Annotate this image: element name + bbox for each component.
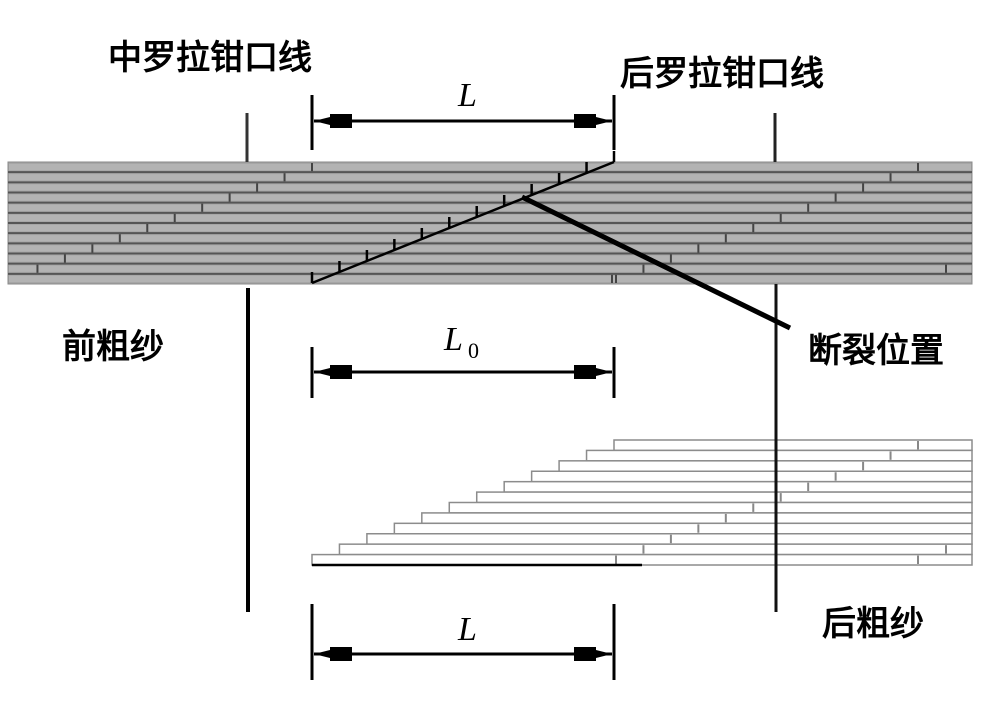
gray-fiber bbox=[9, 235, 971, 242]
white-fiber bbox=[311, 553, 973, 566]
white-fiber bbox=[530, 470, 973, 483]
white-fiber bbox=[585, 449, 973, 462]
top-length-right-arrow-icon bbox=[574, 114, 612, 128]
middle-length-right-arrow-icon bbox=[574, 365, 612, 379]
front-roving-strip bbox=[7, 161, 973, 285]
white-fiber bbox=[366, 533, 973, 545]
back-roving-strip bbox=[311, 439, 973, 567]
top-length-left-arrow-icon bbox=[314, 114, 352, 128]
break-position-label: 断裂位置 bbox=[808, 331, 944, 371]
white-fiber bbox=[475, 491, 973, 504]
gray-fiber bbox=[9, 245, 971, 252]
white-fiber bbox=[421, 512, 973, 525]
middle-roller-nip-line-label: 中罗拉钳口线 bbox=[108, 38, 312, 78]
front-roving-label: 前粗纱 bbox=[62, 327, 164, 367]
white-fiber bbox=[558, 460, 973, 473]
white-fiber bbox=[393, 522, 973, 535]
gray-fiber bbox=[9, 255, 971, 262]
gray-fiber bbox=[9, 184, 971, 191]
back-roving-label: 后粗纱 bbox=[822, 604, 924, 644]
bottom-length-left-arrow-icon bbox=[314, 647, 352, 661]
white-fiber bbox=[503, 480, 973, 493]
white-fiber bbox=[338, 543, 973, 556]
middle-length-left-arrow-icon bbox=[314, 365, 352, 379]
bottom-length-label: L bbox=[457, 611, 477, 648]
gray-fiber bbox=[9, 265, 971, 272]
gray-fiber bbox=[9, 225, 971, 232]
middle-length-label: L bbox=[443, 321, 463, 358]
gray-fiber bbox=[9, 174, 971, 181]
bottom-length-right-arrow-icon bbox=[574, 647, 612, 661]
gray-fiber bbox=[9, 214, 971, 221]
back-roller-nip-line-label: 后罗拉钳口线 bbox=[620, 54, 824, 94]
gray-fiber bbox=[9, 204, 971, 211]
gray-fiber bbox=[9, 164, 971, 171]
break-diagonal-line bbox=[311, 160, 615, 285]
top-length-label: L bbox=[457, 77, 477, 114]
gray-fiber bbox=[9, 275, 971, 282]
middle-length-subscript: 0 bbox=[468, 338, 479, 363]
gray-fiber bbox=[9, 194, 971, 201]
guide-lines bbox=[245, 95, 792, 680]
white-fiber bbox=[448, 501, 973, 514]
break-position-leader-line bbox=[520, 194, 792, 331]
